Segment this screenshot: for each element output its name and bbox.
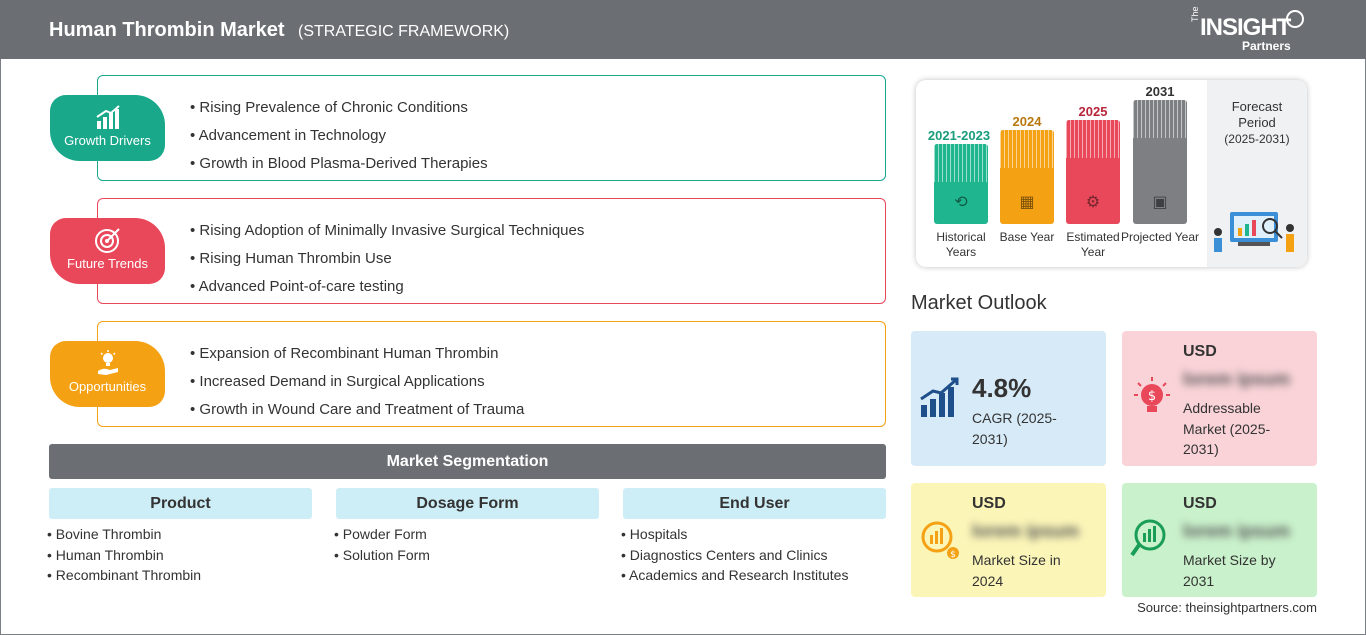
future-trends-list: Rising Adoption of Minimally Invasive Su…	[190, 217, 585, 301]
year-base: 2024	[1012, 114, 1042, 129]
timeline-panel: 2021-2023 ⟲ Historical Years 2024 ▦ Base…	[916, 80, 1307, 267]
opportunities-badge: Opportunities	[50, 341, 165, 407]
size-2024-usd: USD	[972, 495, 1006, 512]
svg-text:$: $	[950, 550, 956, 560]
list-item: Increased Demand in Surgical Application…	[190, 368, 524, 396]
year-historical: 2021-2023	[927, 128, 991, 143]
list-item: Growth in Blood Plasma-Derived Therapies	[190, 150, 487, 178]
market-size-2031-box: USD lorem ipsum Market Size by 2031	[1122, 483, 1317, 597]
segment-product-list: Bovine Thrombin Human Thrombin Recombina…	[47, 524, 201, 586]
page-subtitle: (STRATEGIC FRAMEWORK)	[298, 23, 510, 40]
calendar-icon: ▦	[1019, 194, 1035, 211]
size-2031-label: Market Size by 2031	[1183, 552, 1276, 589]
forecast-period-range: (2025-2031)	[1224, 132, 1290, 146]
year-projected: 2031	[1145, 84, 1175, 99]
list-item: Diagnostics Centers and Clinics	[621, 545, 848, 566]
label-base: Base Year	[999, 230, 1055, 244]
segment-end-user-header: End User	[623, 488, 886, 519]
growth-chart-icon	[96, 105, 120, 129]
market-segmentation-heading: Market Segmentation	[49, 444, 886, 479]
logo-insight: INSIGHT	[1200, 14, 1291, 41]
logo-the: The	[1190, 6, 1200, 22]
cagr-box: 4.8% CAGR (2025-2031)	[911, 331, 1106, 466]
list-item: Advanced Point-of-care testing	[190, 273, 584, 301]
year-estimated: 2025	[1078, 104, 1108, 119]
header-bar: Human Thrombin Market (STRATEGIC FRAMEWO…	[0, 0, 1366, 59]
size-2024-label: Market Size in 2024	[972, 552, 1061, 589]
growth-chart-icon	[920, 377, 959, 417]
list-item: Growth in Wound Care and Treatment of Tr…	[190, 396, 524, 424]
label-historical: Historical Years	[936, 230, 986, 259]
growth-drivers-label: Growth Drivers	[64, 133, 151, 148]
list-item: Rising Adoption of Minimally Invasive Su…	[190, 217, 584, 245]
segment-dosage-form-list: Powder Form Solution Form	[334, 524, 430, 565]
presentation-icon: ▣	[1152, 194, 1168, 211]
list-item: Academics and Research Institutes	[621, 565, 848, 586]
size-2031-value: lorem ipsum	[1183, 521, 1291, 541]
future-trends-badge: Future Trends	[50, 218, 165, 284]
bar-historical: ⟲	[934, 144, 988, 224]
growth-drivers-badge: Growth Drivers	[50, 95, 165, 161]
addressable-label: Addressable Market (2025-2031)	[1183, 400, 1271, 457]
gears-icon: ⚙	[1085, 194, 1101, 211]
growth-drivers-card: Rising Prevalence of Chronic Conditions …	[97, 75, 886, 181]
segment-product-header: Product	[49, 488, 312, 519]
list-item: Human Thrombin	[47, 545, 201, 566]
list-item: Expansion of Recombinant Human Thrombin	[190, 340, 524, 368]
insight-partners-logo[interactable]: The INSIGHT Partners	[1190, 6, 1315, 54]
segment-end-user-list: Hospitals Diagnostics Centers and Clinic…	[621, 524, 848, 586]
label-estimated: Estimated Year	[1066, 230, 1120, 259]
list-item: Solution Form	[334, 545, 430, 566]
opportunities-list: Expansion of Recombinant Human Thrombin …	[190, 340, 524, 424]
list-item: Rising Human Thrombin Use	[190, 245, 584, 273]
page-title: Human Thrombin Market	[49, 19, 285, 41]
list-item: Advancement in Technology	[190, 122, 488, 150]
money-bulb-icon: $	[1134, 377, 1170, 412]
market-outlook-title: Market Outlook	[911, 292, 1047, 314]
cagr-value: 4.8%	[972, 373, 1032, 403]
list-item: Recombinant Thrombin	[47, 565, 201, 586]
source-link[interactable]: Source: theinsightpartners.com	[1137, 600, 1317, 615]
bar-estimated: ⚙	[1066, 120, 1120, 224]
future-trends-card: Rising Adoption of Minimally Invasive Su…	[97, 198, 886, 304]
forecast-period-label: Forecast Period	[1231, 99, 1283, 130]
market-size-2024-box: $ USD lorem ipsum Market Size in 2024	[911, 483, 1106, 597]
market-size-chart-icon: $	[921, 521, 959, 560]
target-icon	[95, 228, 120, 253]
logo-ring-icon	[1286, 10, 1304, 28]
list-item: Rising Prevalence of Chronic Conditions	[190, 94, 488, 122]
size-2031-usd: USD	[1183, 495, 1217, 512]
list-item: Powder Form	[334, 524, 430, 545]
bar-base: ▦	[1000, 130, 1054, 224]
segment-dosage-form-header: Dosage Form	[336, 488, 599, 519]
list-item: Bovine Thrombin	[47, 524, 201, 545]
market-size-chart-icon	[1130, 519, 1166, 557]
future-trends-label: Future Trends	[67, 256, 148, 271]
growth-drivers-list: Rising Prevalence of Chronic Conditions …	[190, 94, 488, 178]
label-projected: Projected Year	[1120, 230, 1200, 244]
lightbulb-hand-icon	[98, 350, 118, 375]
logo-partners: Partners	[1242, 39, 1291, 53]
history-icon: ⟲	[954, 194, 968, 211]
cagr-label: CAGR (2025-2031)	[972, 410, 1057, 447]
bar-projected: ▣	[1133, 100, 1187, 224]
analytics-illustration-icon	[1214, 212, 1294, 252]
addressable-value: lorem ipsum	[1183, 369, 1291, 389]
opportunities-card: Expansion of Recombinant Human Thrombin …	[97, 321, 886, 427]
size-2024-value: lorem ipsum	[972, 521, 1080, 541]
list-item: Hospitals	[621, 524, 848, 545]
svg-text:$: $	[1148, 389, 1156, 404]
opportunities-label: Opportunities	[68, 379, 147, 394]
addressable-usd: USD	[1183, 343, 1217, 360]
addressable-market-box: $ USD lorem ipsum Addressable Market (20…	[1122, 331, 1317, 466]
